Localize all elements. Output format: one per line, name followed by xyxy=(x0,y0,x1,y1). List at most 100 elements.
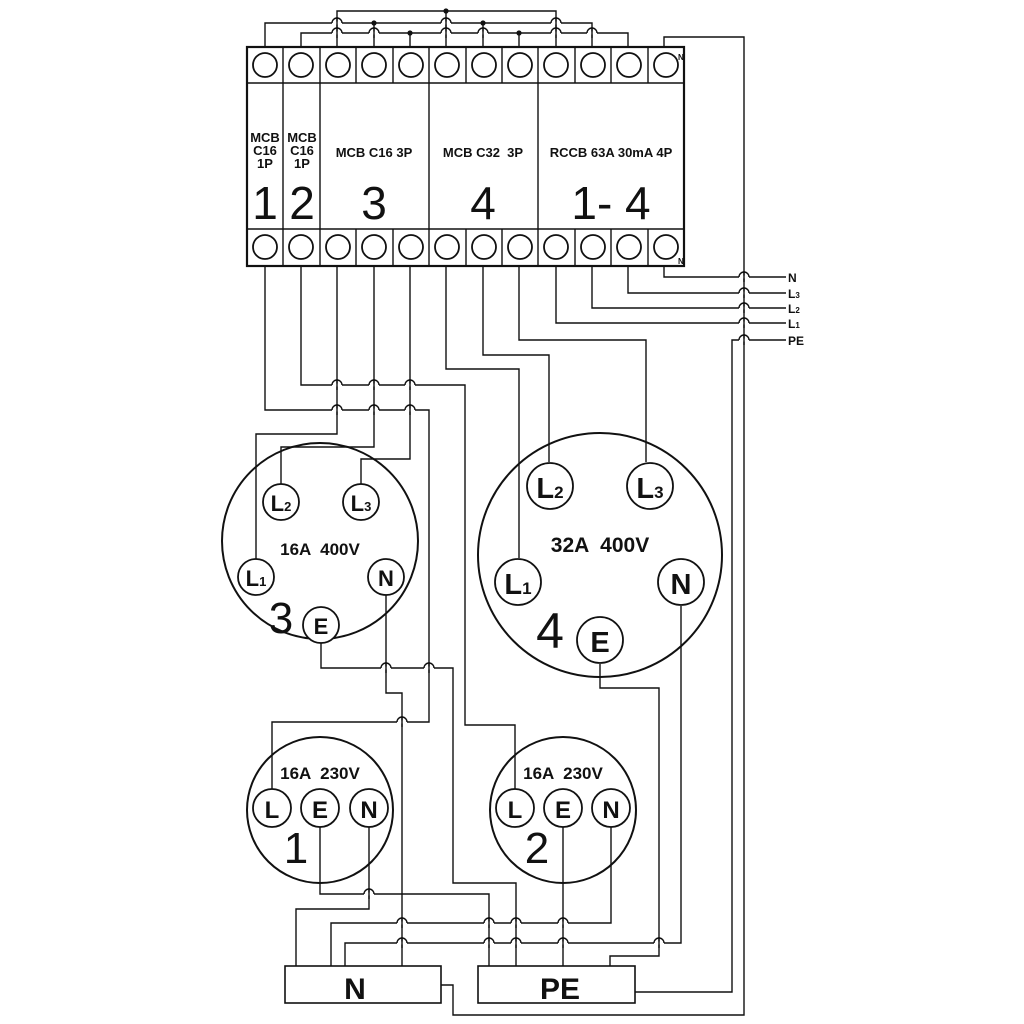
wire-crossover xyxy=(738,317,750,324)
supply-labels: N L3 L2 L1 PE xyxy=(788,271,804,348)
wire-s2-n xyxy=(330,827,612,966)
terminal-screw[interactable] xyxy=(252,234,278,260)
pin-n: N xyxy=(591,788,631,828)
wire-neutral-main xyxy=(441,36,745,1016)
wire-s3-l3 xyxy=(360,266,411,484)
wire-crossover xyxy=(738,271,750,278)
svg-text:L2: L2 xyxy=(536,473,563,505)
breaker-mcb-1[interactable]: MCB C16 1P 1 xyxy=(250,130,280,229)
wire-crossover xyxy=(557,917,569,924)
socket-rating: 16A 230V xyxy=(523,764,603,783)
terminal-screw[interactable] xyxy=(507,234,533,260)
terminal-screw[interactable] xyxy=(434,234,460,260)
terminal-screw[interactable] xyxy=(580,234,606,260)
svg-text:L3: L3 xyxy=(351,491,372,516)
terminal-screw[interactable] xyxy=(580,52,606,78)
socket-3-16a-400v[interactable]: 16A 400V 3 L2 L3 L1 N E xyxy=(221,442,419,644)
wire-crossover xyxy=(404,379,416,386)
socket-rating: 16A 400V xyxy=(280,540,360,559)
wire-s2-l xyxy=(300,266,516,789)
neutral-bar-label: N xyxy=(344,973,366,1006)
wire-supply-l3 xyxy=(627,266,786,294)
terminal-screw[interactable] xyxy=(398,234,424,260)
wire-crossover xyxy=(510,917,522,924)
pin-l3: L3 xyxy=(342,483,380,521)
pe-bar-label: PE xyxy=(540,973,580,1006)
pin-l1: L1 xyxy=(237,558,275,596)
wire-s1-e xyxy=(319,827,490,966)
pin-l2: L2 xyxy=(262,483,300,521)
pin-l: L xyxy=(495,788,535,828)
wires xyxy=(255,10,786,1016)
breaker-number: 4 xyxy=(470,177,496,229)
terminal-screw[interactable] xyxy=(616,234,642,260)
junction-dots xyxy=(371,8,522,36)
svg-text:L1: L1 xyxy=(504,569,531,601)
breaker-mcb-2[interactable]: MCB C16 1P 2 xyxy=(287,130,317,229)
supply-label-n: N xyxy=(788,271,797,285)
wire-top-bus-3 xyxy=(300,32,629,47)
terminal-screw[interactable] xyxy=(361,52,387,78)
supply-label-l2: L2 xyxy=(788,302,800,316)
wire-supply-pe xyxy=(635,339,786,993)
supply-label-pe: PE xyxy=(788,334,804,348)
svg-text:L: L xyxy=(265,797,280,824)
breaker-rccb[interactable]: RCCB 63A 30mA 4P 1- 4 xyxy=(550,145,673,229)
svg-text:N: N xyxy=(671,569,692,601)
wire-crossover xyxy=(396,917,408,924)
wire-crossover xyxy=(440,27,452,34)
terminal-screw[interactable] xyxy=(471,52,497,78)
wire-s4-e xyxy=(599,664,660,966)
terminal-screw[interactable] xyxy=(653,234,679,260)
svg-text:E: E xyxy=(590,627,609,659)
supply-label-l1: L1 xyxy=(788,317,800,331)
terminal-screw[interactable] xyxy=(507,52,533,78)
neutral-bar[interactable]: N xyxy=(284,965,442,1006)
svg-text:L1: L1 xyxy=(246,566,267,591)
breaker-label-line: C16 xyxy=(253,143,277,158)
wire-crossover xyxy=(440,17,452,24)
breaker-mcb-3[interactable]: MCB C16 3P 3 xyxy=(336,145,413,229)
socket-4-32a-400v[interactable]: 32A 400V 4 L2 L3 L1 N E xyxy=(477,432,723,678)
terminal-screw[interactable] xyxy=(252,52,278,78)
socket-rating: 32A 400V xyxy=(551,534,649,557)
terminal-screw[interactable] xyxy=(543,52,569,78)
terminal-screw[interactable] xyxy=(361,234,387,260)
socket-number: 2 xyxy=(525,824,549,873)
wire-crossover xyxy=(380,662,392,669)
breaker-number: 3 xyxy=(361,177,387,229)
terminal-screw[interactable] xyxy=(653,52,679,78)
wire-crossover xyxy=(586,27,598,34)
junction-dot xyxy=(480,20,486,26)
terminal-screw[interactable] xyxy=(288,234,314,260)
wire-crossover xyxy=(396,937,408,944)
wire-crossover xyxy=(368,27,380,34)
pin-e: E xyxy=(302,606,340,644)
terminal-screw[interactable] xyxy=(471,234,497,260)
socket-2-16a-230v[interactable]: 16A 230V 2 L E N xyxy=(489,736,637,884)
terminal-screw[interactable] xyxy=(288,52,314,78)
svg-text:E: E xyxy=(555,797,571,824)
wire-crossover xyxy=(557,937,569,944)
terminal-n-marker-top: N xyxy=(678,53,684,62)
wire-s4-l3 xyxy=(518,266,647,462)
socket-1-16a-230v[interactable]: 16A 230V 1 L E N xyxy=(246,736,394,884)
terminal-screw[interactable] xyxy=(325,234,351,260)
terminal-screw[interactable] xyxy=(325,52,351,78)
wire-crossover xyxy=(331,17,343,24)
socket-number: 1 xyxy=(284,824,308,873)
breaker-label: RCCB 63A 30mA 4P xyxy=(550,145,673,160)
breaker-number: 1- 4 xyxy=(571,177,650,229)
pe-bar[interactable]: PE xyxy=(477,965,636,1006)
svg-text:L: L xyxy=(508,797,523,824)
wire-crossover xyxy=(550,17,562,24)
wire-s3-e xyxy=(320,643,517,966)
svg-text:L3: L3 xyxy=(636,473,663,505)
svg-text:N: N xyxy=(602,797,619,824)
terminal-screw[interactable] xyxy=(434,52,460,78)
terminal-screw[interactable] xyxy=(398,52,424,78)
breaker-label: MCB C32 3P xyxy=(443,145,524,160)
terminal-screw[interactable] xyxy=(616,52,642,78)
breaker-mcb-4[interactable]: MCB C32 3P 4 xyxy=(443,145,524,229)
terminal-screw[interactable] xyxy=(543,234,569,260)
